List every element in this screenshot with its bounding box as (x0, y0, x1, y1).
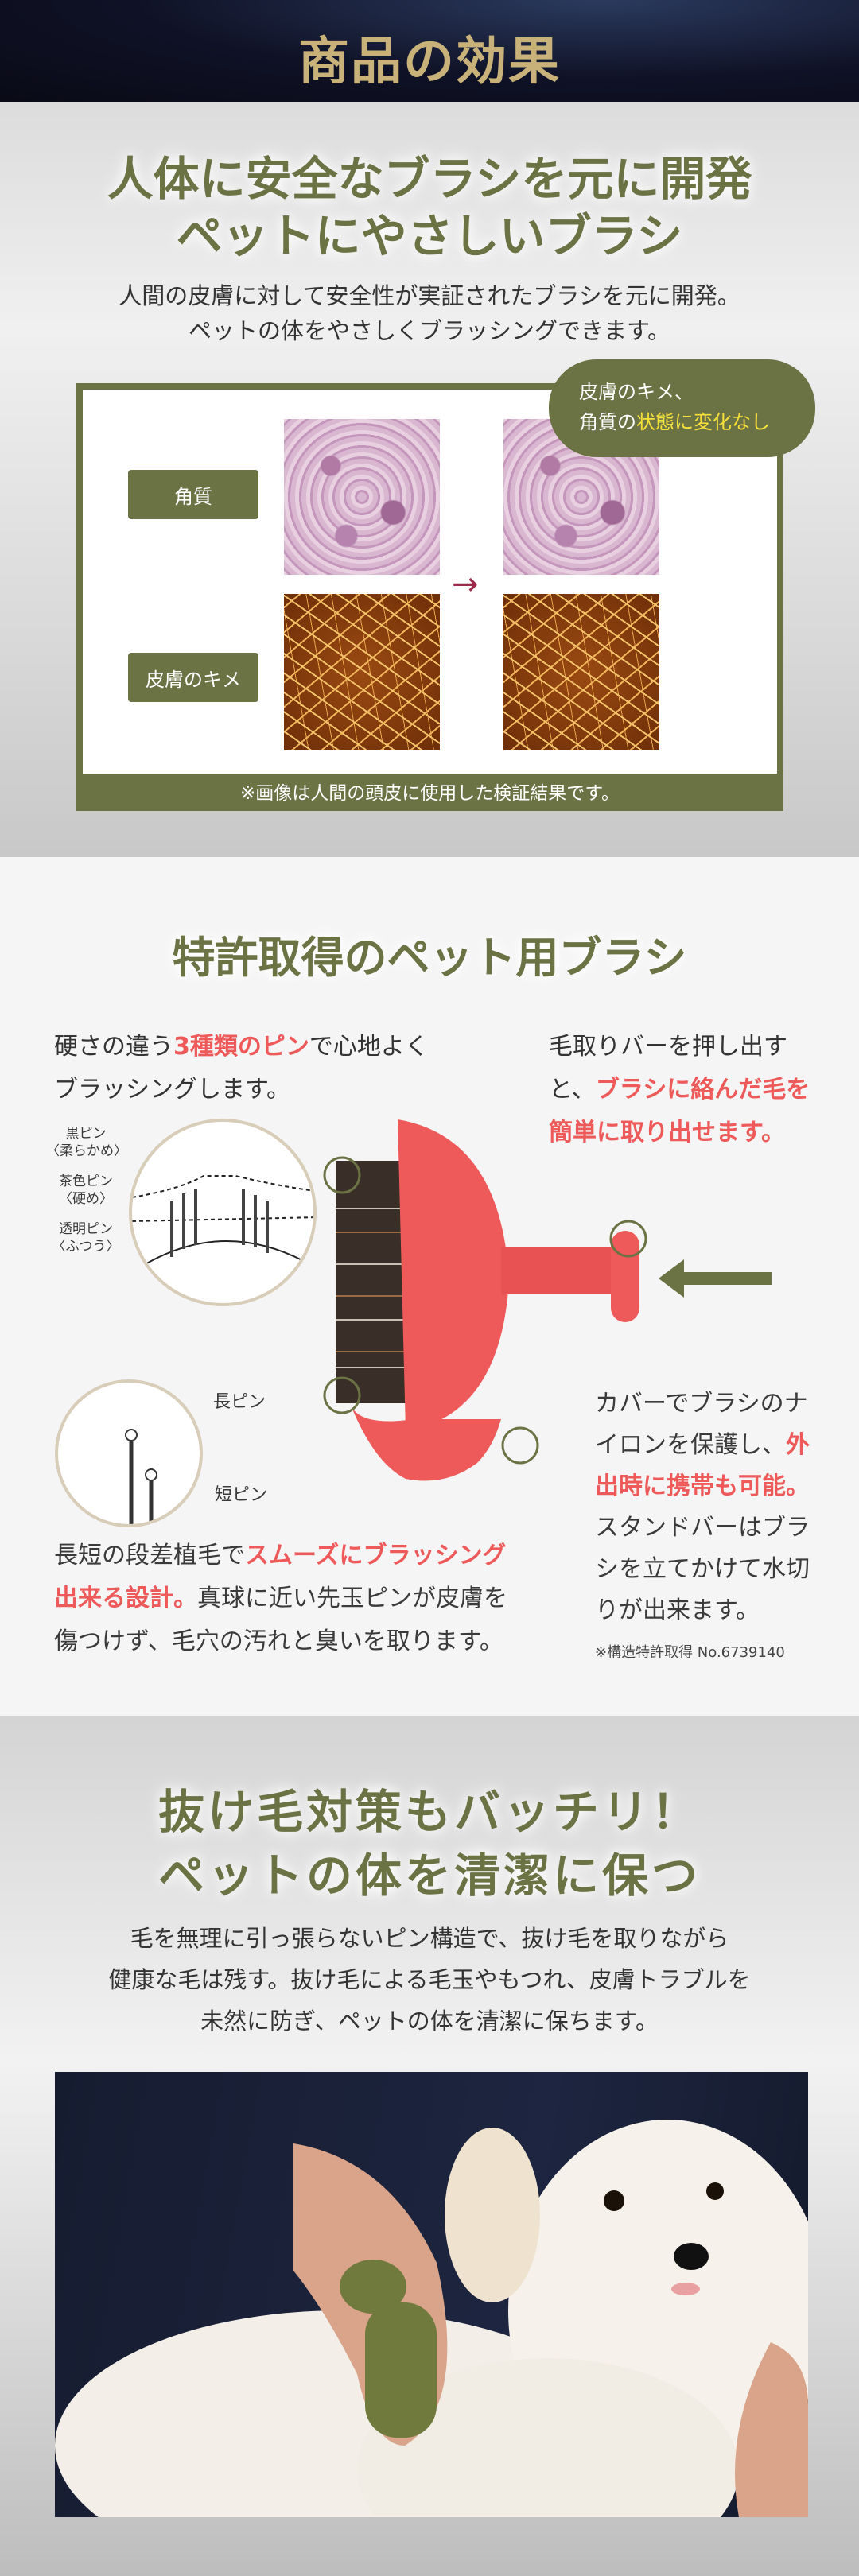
pin-label-clear: 透明ピン〈ふつう〉 (46, 1220, 126, 1255)
text: で心地よく (309, 1033, 429, 1061)
marker-ring (609, 1220, 647, 1258)
skin-before-image (284, 594, 440, 750)
pin-types-diagram (129, 1119, 317, 1306)
long-pin-label: 長ピン (213, 1392, 266, 1412)
text: 硬さの違う (54, 1033, 173, 1061)
pin-label-black: 黒ピン〈柔らかめ〉 (46, 1125, 127, 1160)
bubble-prefix: 角質の (579, 411, 636, 433)
header-banner: 商品の効果 (0, 0, 859, 102)
skin-after-image (503, 594, 659, 750)
brush-product-image (323, 1119, 647, 1481)
pin-name: 透明ピン (59, 1221, 113, 1237)
text: スタンドバーはブラシを立てかけて水切りが出来ます。 (595, 1514, 810, 1624)
text: 毛取りバーを押し出す (549, 1033, 787, 1061)
pin-sub: 〈硬め〉 (59, 1191, 113, 1207)
highlight: スムーズにブラッシング出来る設計。 (54, 1542, 507, 1612)
pin-lengths-illustration (125, 1429, 157, 1524)
brush-cover (398, 1119, 509, 1431)
short-pin-label: 短ピン (215, 1485, 268, 1505)
highlight: 簡単に取り出せます。 (549, 1119, 785, 1146)
section1-body-2: ペットの体をやさしくブラッシングできます。 (188, 317, 671, 344)
highlight: ブラシに絡んだ毛を (595, 1076, 810, 1104)
section3-title-1: 抜け毛対策もバッチリ！ (157, 1785, 701, 1839)
text: カバーでブラシのナイロンを保護し、 (595, 1390, 808, 1459)
section1-title-2: ペットにやさしいブラシ (176, 209, 683, 263)
arrow-left-icon (659, 1259, 772, 1298)
long-short-pin-diagram (55, 1379, 203, 1527)
keratin-before-image (284, 419, 440, 575)
pins-description: 硬さの違う3種類のピンで心地よくブラッシングします。 (54, 1026, 499, 1111)
marker-ring (323, 1376, 361, 1414)
comparison-note: ※画像は人間の頭皮に使用した検証結果です。 (240, 783, 620, 804)
marker-ring (323, 1156, 361, 1194)
section3-title-2: ペットの体を清潔に保つ (157, 1849, 701, 1903)
label-keratin: 角質 (128, 470, 258, 519)
pin-sub: 〈柔らかめ〉 (46, 1143, 127, 1159)
marker-ring (501, 1426, 539, 1465)
pin-sub: 〈ふつう〉 (52, 1239, 120, 1255)
section3-body-1: 毛を無理に引っ張らないピン構造で、抜け毛を取りながら (130, 1925, 729, 1952)
speech-bubble: 皮膚のキメ、 角質の状態に変化なし (549, 359, 815, 457)
section2-title: 特許取得のペット用ブラシ (172, 932, 687, 983)
section1-body-1: 人間の皮膚に対して安全性が実証されたブラシを元に開発。 (119, 282, 740, 309)
text: 真球に近い先玉ピンが皮膚を傷つけず、毛穴の汚れと臭いを取ります。 (54, 1585, 507, 1655)
text: 長短の段差植毛で (54, 1542, 245, 1569)
text: と、 (549, 1076, 596, 1104)
highlight: 3種類のピン (173, 1033, 309, 1061)
arrow-right-icon: → (452, 566, 479, 603)
pins-illustration (132, 1175, 313, 1266)
bubble-line-2: 角質の状態に変化なし (579, 407, 815, 437)
pin-label-brown: 茶色ピン〈硬め〉 (46, 1173, 126, 1208)
text: ブラッシングします。 (54, 1076, 290, 1104)
section3-body-3: 未然に防ぎ、ペットの体を清潔に保ちます。 (200, 2008, 659, 2035)
label-skin-texture: 皮膚のキメ (128, 653, 258, 702)
bubble-line-1: 皮膚のキメ、 (579, 381, 694, 403)
section1-title-1: 人体に安全なブラシを元に開発 (107, 152, 752, 206)
cover-description: カバーでブラシのナイロンを保護し、外出時に携帯も可能。スタンドバーはブラシを立て… (595, 1383, 811, 1631)
patent-number: ※構造特許取得 No.6739140 (595, 1644, 785, 1661)
hair-removal-bar-knob (611, 1231, 639, 1322)
bubble-highlight: 状態に変化なし (636, 411, 770, 433)
pin-length-description: 長短の段差植毛でスムーズにブラッシング出来る設計。真球に近い先玉ピンが皮膚を傷つ… (54, 1534, 523, 1663)
hair-bar-description: 毛取りバーを押し出すと、ブラシに絡んだ毛を簡単に取り出せます。 (549, 1026, 819, 1154)
pin-name: 黒ピン (65, 1126, 107, 1142)
highlight: 外出時に携帯も可能。 (595, 1431, 810, 1500)
dog-brushing-photo (55, 2072, 808, 2517)
section3-body-2: 健康な毛は残す。抜け毛による毛玉やもつれ、皮膚トラブルを (108, 1966, 751, 1993)
header-title: 商品の効果 (298, 32, 561, 91)
hair-removal-bar (501, 1247, 620, 1294)
brush-stand (350, 1403, 501, 1481)
pin-name: 茶色ピン (59, 1174, 113, 1189)
photo-illustration (55, 2120, 808, 2517)
